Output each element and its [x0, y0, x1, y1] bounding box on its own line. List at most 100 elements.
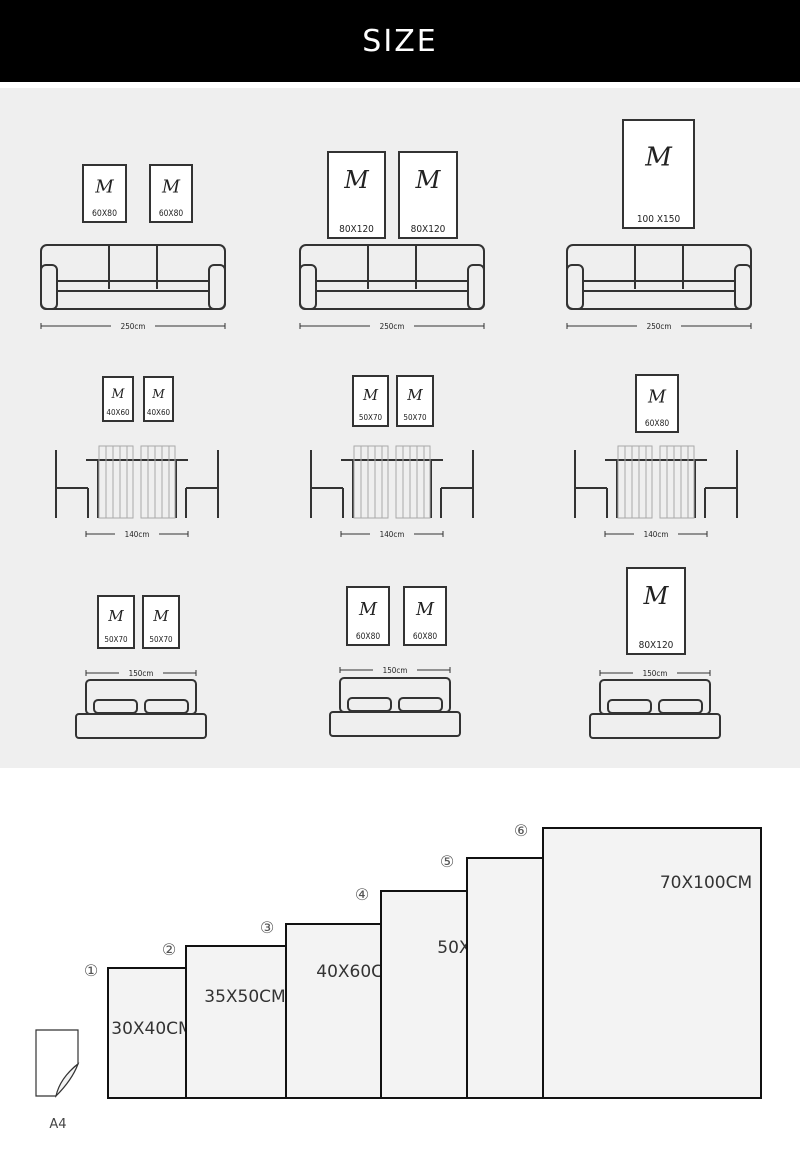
bed-drawing	[329, 677, 461, 737]
dining-set-drawing	[55, 450, 219, 518]
bed-headboard	[85, 679, 197, 715]
sofa-drawing	[299, 244, 485, 310]
dimension-line: 250cm	[566, 322, 752, 331]
size-number: ⑤	[440, 852, 454, 871]
frame-border	[622, 119, 695, 229]
bed-headboard	[599, 679, 711, 715]
a4-sheet	[35, 1029, 79, 1097]
page-title: SIZE	[362, 23, 438, 59]
sofa-drawing	[40, 244, 226, 310]
dimension-label: 250cm	[380, 322, 405, 331]
size-chart-svg: 30X40CM①35X50CM②40X60CM③50X70CM④60X80CM⑤…	[35, 821, 762, 1132]
frame-size-label: 60X80	[645, 418, 670, 428]
back-chair	[98, 445, 134, 519]
room-scene-bed: 150cm M 80X120	[589, 567, 721, 739]
sofa-arm-right	[208, 264, 226, 310]
bed-pillow	[347, 697, 392, 712]
bed-headboard	[339, 677, 451, 713]
frame-size-label: 60X80	[159, 208, 184, 218]
size-label: 40X60CM	[316, 962, 397, 982]
frame-size-label: 50X70	[104, 635, 128, 644]
brand-letter: M	[406, 386, 423, 404]
brand-letter: M	[343, 166, 369, 194]
sofa-arm-left	[566, 264, 584, 310]
frame-border	[626, 567, 686, 655]
brand-letter: M	[107, 607, 124, 625]
art-frame: M 80X120	[626, 567, 686, 655]
sofa-back	[566, 244, 752, 310]
size-sheet	[542, 827, 762, 1099]
dimension-label: 140cm	[125, 530, 150, 539]
frame-size-label: 60X80	[356, 631, 381, 641]
frame-border	[143, 376, 174, 422]
bed-pillow	[93, 699, 138, 714]
frame-size-label: 40X60	[147, 408, 171, 417]
frame-size-label: 50X70	[149, 635, 173, 644]
back-chair	[617, 445, 653, 519]
brand-letter: M	[94, 176, 114, 197]
dining-set-drawing	[310, 450, 474, 518]
size-sheet	[185, 945, 297, 1099]
dimension-label: 140cm	[644, 530, 669, 539]
art-frame: M 50X70	[97, 595, 135, 649]
size-chart-panel: 30X40CM①35X50CM②40X60CM③50X70CM④60X80CM⑤…	[0, 770, 800, 1167]
a4-curl	[54, 1062, 80, 1098]
back-chair	[140, 445, 176, 519]
frame-size-label: 80X120	[639, 640, 674, 651]
dimension-line: 250cm	[40, 322, 226, 331]
brand-letter: M	[415, 165, 442, 194]
dimension-line: 140cm	[340, 530, 444, 539]
dining-set-drawing	[574, 450, 738, 518]
brand-letter: M	[643, 581, 670, 610]
size-number: ②	[162, 940, 176, 959]
bed-drawing	[75, 679, 207, 739]
brand-letter: M	[415, 600, 435, 620]
a4-paper-icon	[35, 1029, 80, 1098]
dimension-line: 140cm	[85, 530, 189, 539]
art-frame: M 40X60	[143, 376, 174, 422]
back-chairs	[353, 445, 431, 519]
dimension-label: 140cm	[380, 530, 405, 539]
frame-border	[149, 164, 193, 223]
brand-letter: M	[111, 386, 126, 401]
brand-letter: M	[358, 600, 378, 620]
frame-border	[102, 376, 134, 422]
dimension-line: 150cm	[85, 669, 197, 678]
back-chair	[659, 445, 695, 519]
dimension-line: 150cm	[339, 666, 451, 675]
dimension-label: 150cm	[383, 666, 408, 675]
bed-pillow	[398, 697, 443, 712]
dimension-line: 150cm	[599, 669, 711, 678]
brand-letter: M	[151, 387, 165, 401]
bed-base	[329, 711, 461, 737]
dimension-label: 150cm	[643, 669, 668, 678]
back-chairs	[98, 445, 176, 519]
frame-size-label: 100 X150	[637, 214, 681, 225]
frame-border	[635, 374, 679, 433]
brand-letter: M	[647, 387, 667, 407]
bed-pillow	[658, 699, 703, 714]
sofa-arm-left	[299, 264, 317, 310]
sofa-arm-right	[467, 264, 485, 310]
frame-border	[327, 151, 386, 239]
bed-base	[589, 713, 721, 739]
room-scene-table: 140cm M 60X80	[574, 374, 738, 539]
frame-border	[142, 595, 180, 649]
frame-size-label: 50X70	[359, 413, 383, 422]
